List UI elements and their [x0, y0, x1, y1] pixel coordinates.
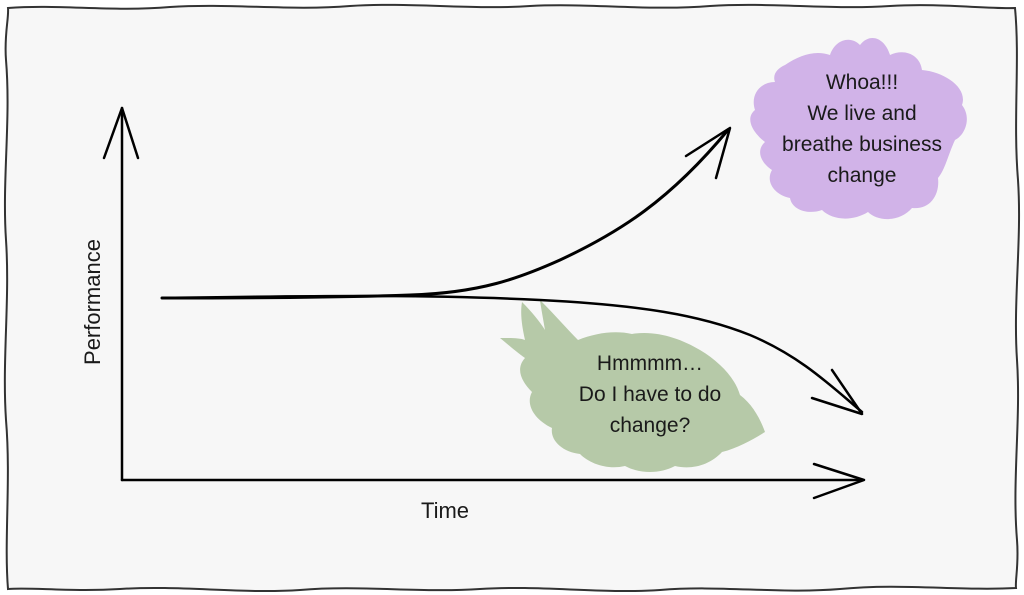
hesitant-bubble-line-1: Hmmmm…: [597, 352, 703, 375]
positive-bubble-line-1: Whoa!!!: [826, 71, 898, 94]
upward-curve-arrowhead: [684, 126, 732, 180]
hesitant-reaction-bubble: [500, 300, 765, 472]
downward-curve-arrowhead: [810, 368, 864, 416]
positive-bubble-line-3: breathe business: [782, 133, 942, 156]
x-axis-label: Time: [421, 498, 469, 523]
positive-bubble-line-2: We live and: [807, 102, 916, 125]
x-axis-arrowhead: [812, 462, 866, 500]
y-axis-arrowhead: [102, 106, 140, 160]
positive-bubble-line-4: change: [828, 164, 897, 187]
hesitant-bubble-line-3: change?: [610, 414, 691, 437]
positive-reaction-bubble: [750, 37, 967, 220]
hesitant-bubble-line-2: Do I have to do: [579, 383, 721, 406]
downward-curve: [160, 294, 864, 414]
y-axis-label: Performance: [80, 239, 105, 365]
